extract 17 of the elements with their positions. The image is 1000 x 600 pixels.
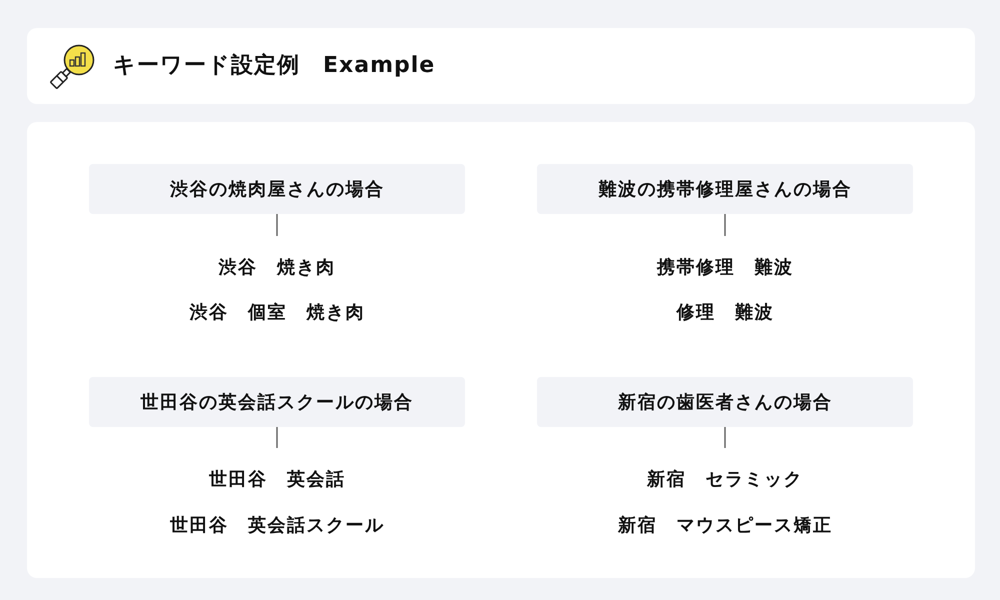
connector-line: [724, 427, 726, 448]
keyword-text: 携帯修理 難波: [656, 256, 794, 280]
connector-line: [724, 214, 726, 236]
connector-line: [276, 214, 278, 236]
keyword-text: 世田谷 英会話スクール: [170, 514, 384, 538]
keyword-text: 世田谷 英会話: [208, 468, 346, 492]
header-box: 渋谷の焼肉屋さんの場合: [89, 164, 465, 214]
header-box: 新宿の歯医者さんの場合: [537, 377, 913, 427]
header-box: 世田谷の英会話スクールの場合: [89, 377, 465, 427]
keyword-text: 新宿 マウスピース矯正: [618, 514, 832, 538]
keyword-text: 渋谷 個室 焼き肉: [189, 301, 365, 325]
keyword-text: 修理 難波: [676, 301, 774, 325]
keyword-text: 渋谷 焼き肉: [218, 256, 336, 280]
title: キーワード設定例 Example: [113, 52, 436, 80]
header-box: 難波の携帯修理屋さんの場合: [537, 164, 913, 214]
connector-line: [276, 427, 278, 448]
keyword-text: 新宿 セラミック: [647, 468, 803, 492]
